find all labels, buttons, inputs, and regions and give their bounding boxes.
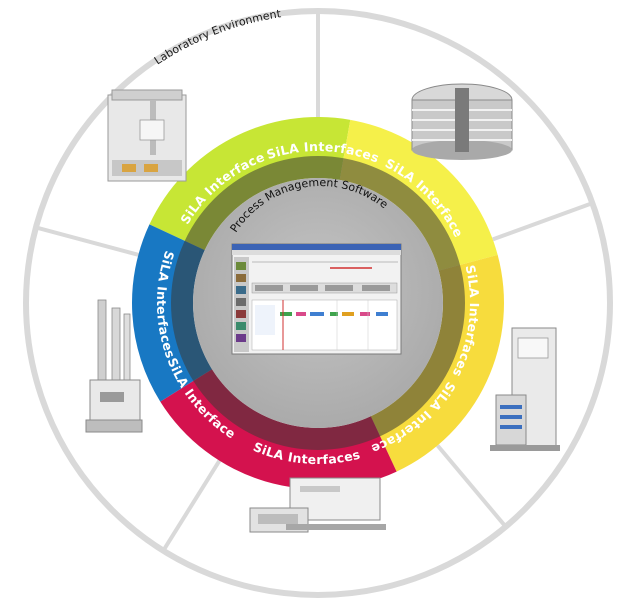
sector-divider <box>492 201 594 242</box>
sector-dividers <box>35 11 594 552</box>
sector-divider <box>35 225 139 257</box>
dark-band <box>171 156 465 450</box>
incubator-device <box>490 327 560 451</box>
software-screenshot <box>231 243 402 355</box>
plate-reader-device <box>249 477 386 533</box>
sila-segment <box>339 119 498 271</box>
pipetting-robot-device <box>107 89 187 182</box>
sector-divider <box>161 459 222 552</box>
gripper-arm-device <box>85 299 143 433</box>
sector-divider <box>436 444 508 528</box>
plate-hotel-device <box>411 83 513 160</box>
